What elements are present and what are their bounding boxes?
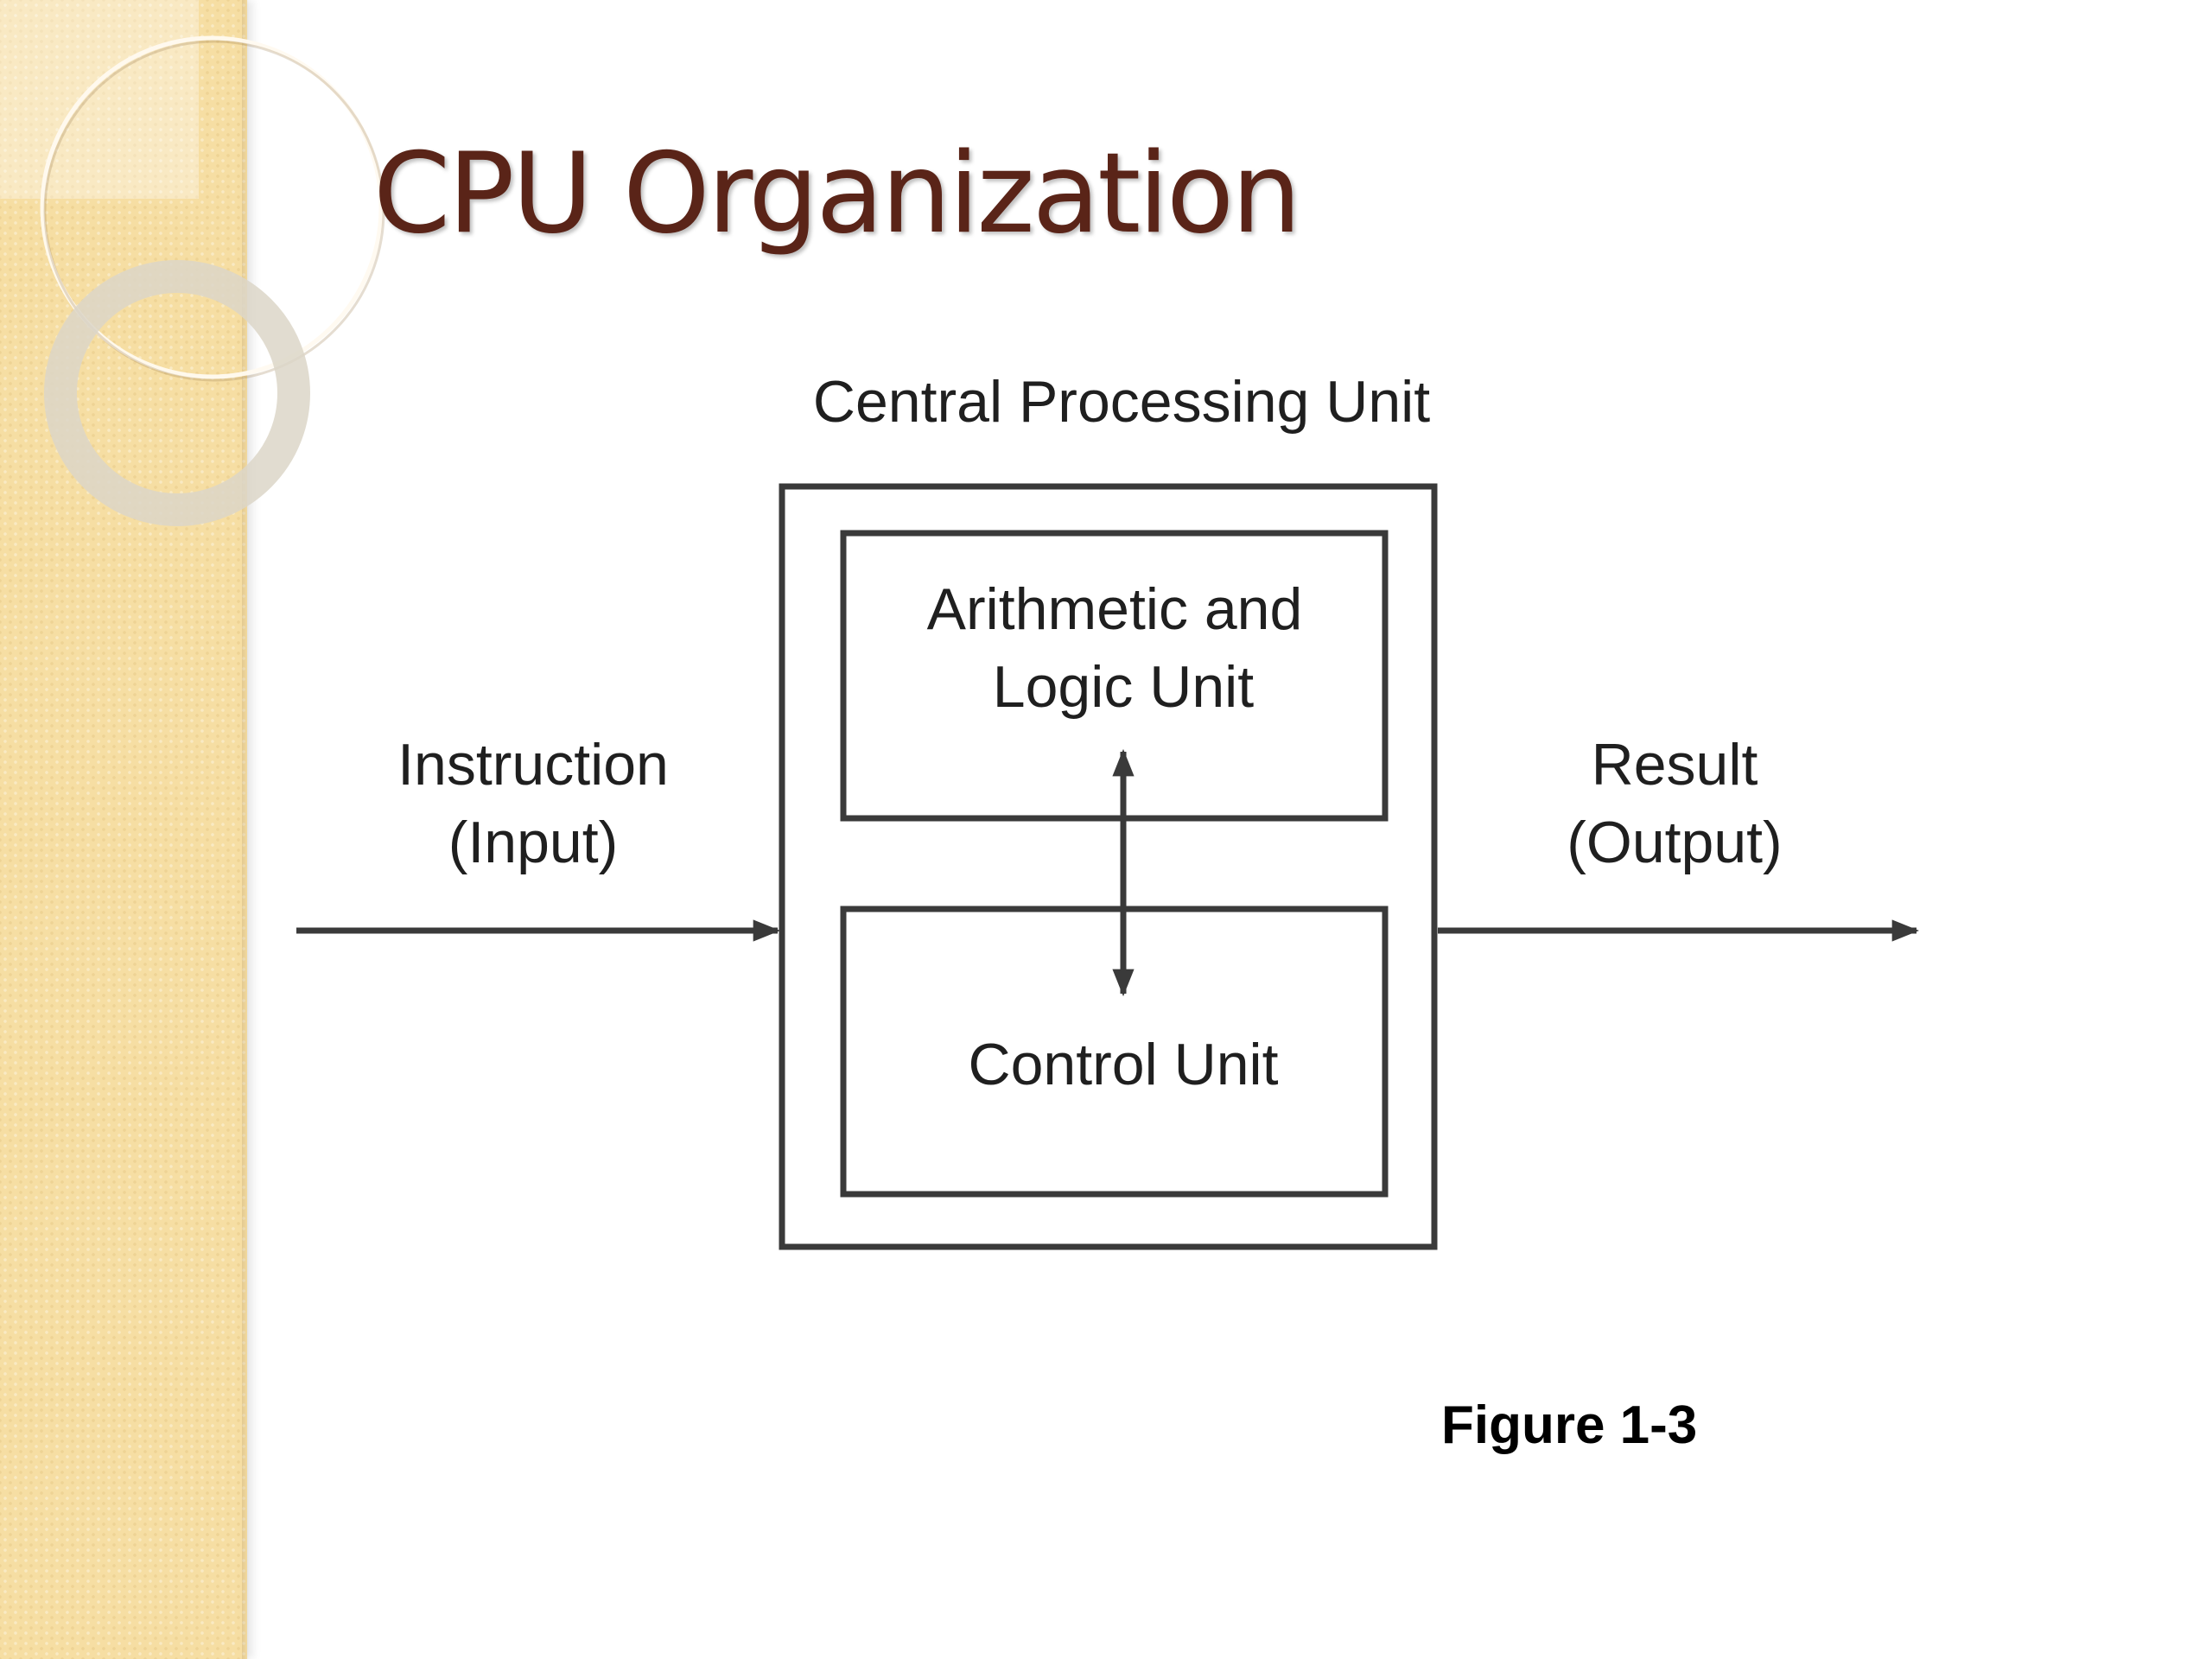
small-ring	[44, 260, 310, 526]
alu-label-line1: Arithmetic and	[927, 576, 1303, 642]
cpu-box	[779, 483, 1438, 1250]
figure-label: Figure 1-3	[1441, 1395, 1698, 1455]
input-label-line1: Instruction	[397, 732, 669, 798]
input-label-line2: (Input)	[448, 810, 619, 875]
output-label-line1: Result	[1592, 732, 1758, 798]
cpu-label: Central Processing Unit	[813, 369, 1430, 435]
large-ring	[40, 35, 384, 379]
large-ring-shadow	[43, 40, 385, 382]
band-highlight	[0, 0, 199, 199]
decorative-rings-icon	[0, 0, 385, 526]
control-unit-label: Control Unit	[968, 1032, 1278, 1097]
output-label-line2: (Output)	[1567, 810, 1782, 875]
side-band-edge-shadow	[242, 0, 249, 1659]
page-title: CPU Organization	[373, 130, 1301, 258]
alu-label-line2: Logic Unit	[993, 654, 1254, 720]
